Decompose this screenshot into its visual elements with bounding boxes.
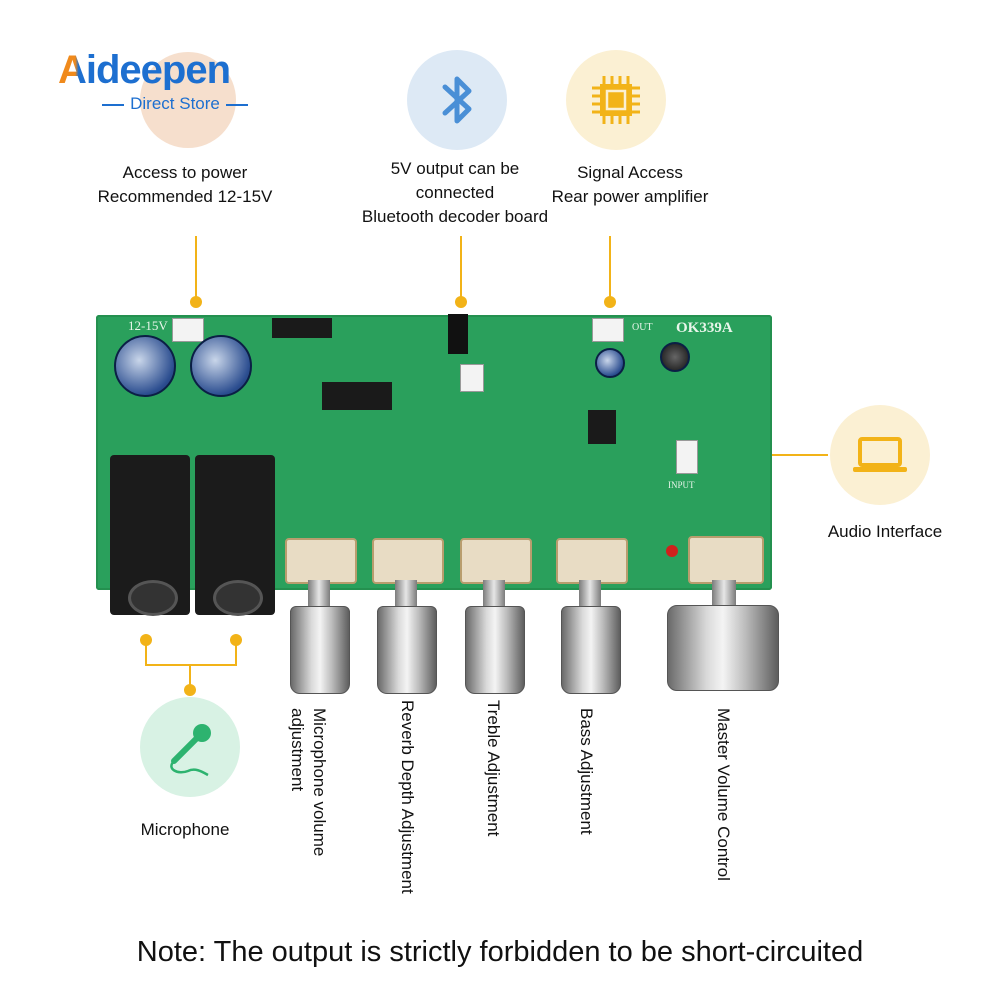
- reverb-shaft: [395, 580, 417, 608]
- treble-knob[interactable]: [465, 606, 525, 694]
- board-out-text: OUT: [632, 322, 653, 333]
- board-voltage-text: 12-15V: [128, 318, 168, 333]
- capacitor-3: [595, 348, 625, 378]
- brand-tagline: Direct Store: [80, 94, 270, 114]
- power-connector: [172, 318, 204, 342]
- signal-label-line-1: Signal Access: [577, 163, 683, 182]
- mic-volume-shaft: [308, 580, 330, 608]
- bluetooth-icon: [407, 50, 507, 150]
- mic-line-right: [235, 640, 237, 664]
- bluetooth-callout-line: [460, 236, 462, 302]
- mic-volume-label: Microphone volume adjustment: [286, 708, 330, 856]
- bluetooth-label: 5V output can be connected Bluetooth dec…: [340, 157, 570, 229]
- master-volume-label: Master Volume Control: [714, 708, 733, 881]
- mic-jack-2-hole: [213, 580, 263, 616]
- power-label: Access to power Recommended 12-15V: [80, 161, 290, 209]
- bass-pot: [556, 538, 628, 584]
- regulator: [272, 318, 332, 338]
- mic-line-join: [145, 664, 237, 666]
- power-callout-dot: [190, 296, 202, 308]
- bluetooth-callout-dot: [455, 296, 467, 308]
- laptop-icon: [830, 405, 930, 505]
- signal-callout-line: [609, 236, 611, 302]
- microphone-label: Microphone: [140, 820, 230, 839]
- bass-shaft: [579, 580, 601, 608]
- reverb-label: Reverb Depth Adjustment: [398, 700, 417, 894]
- reverb-pot: [372, 538, 444, 584]
- mic-line-down: [189, 664, 191, 694]
- capacitor-1: [114, 335, 176, 397]
- treble-label: Treble Adjustment: [484, 700, 503, 837]
- board-model-text: OK339A: [676, 320, 733, 336]
- reverb-knob[interactable]: [377, 606, 437, 694]
- mic-volume-label-line-1: Microphone volume: [310, 708, 329, 857]
- brand-logo: Aideepen: [58, 48, 231, 92]
- power-label-line-1: Access to power: [122, 163, 248, 182]
- warning-note: Note: The output is strictly forbidden t…: [136, 936, 864, 968]
- bass-label: Bass Adjustment: [577, 708, 596, 835]
- master-volume-shaft: [712, 580, 736, 608]
- regulator-2: [448, 314, 468, 354]
- master-volume-knob[interactable]: [667, 605, 779, 691]
- power-led: [666, 545, 678, 557]
- audio-interface-label: Audio Interface: [827, 522, 943, 541]
- power-label-line-2: Recommended 12-15V: [97, 187, 273, 206]
- mic-callout-dot: [184, 684, 196, 696]
- bluetooth-label-line-2: connected: [415, 183, 495, 202]
- bluetooth-label-line-3: Bluetooth decoder board: [361, 207, 549, 226]
- mic-volume-knob[interactable]: [290, 606, 350, 694]
- board-input-text: INPUT: [668, 480, 695, 490]
- ic-chip-2: [588, 410, 616, 444]
- capacitor-2: [190, 335, 252, 397]
- signal-label: Signal Access Rear power amplifier: [530, 161, 730, 209]
- output-connector: [592, 318, 624, 342]
- mic-volume-label-line-2: adjustment: [288, 708, 307, 792]
- treble-shaft: [483, 580, 505, 608]
- audio-input-connector: [676, 440, 698, 474]
- bluetooth-connector: [460, 364, 484, 392]
- bluetooth-label-line-1: 5V output can be: [390, 159, 520, 178]
- ic-chip-1: [322, 382, 392, 410]
- signal-label-line-2: Rear power amplifier: [551, 187, 709, 206]
- treble-pot: [460, 538, 532, 584]
- signal-callout-dot: [604, 296, 616, 308]
- chip-icon: [566, 50, 666, 150]
- master-volume-pot: [688, 536, 764, 584]
- mic-volume-pot: [285, 538, 357, 584]
- microphone-icon: [140, 697, 240, 797]
- power-callout-line: [195, 236, 197, 302]
- mic-line-left: [145, 640, 147, 664]
- bass-knob[interactable]: [561, 606, 621, 694]
- mic-jack-1-hole: [128, 580, 178, 616]
- capacitor-4: [660, 342, 690, 372]
